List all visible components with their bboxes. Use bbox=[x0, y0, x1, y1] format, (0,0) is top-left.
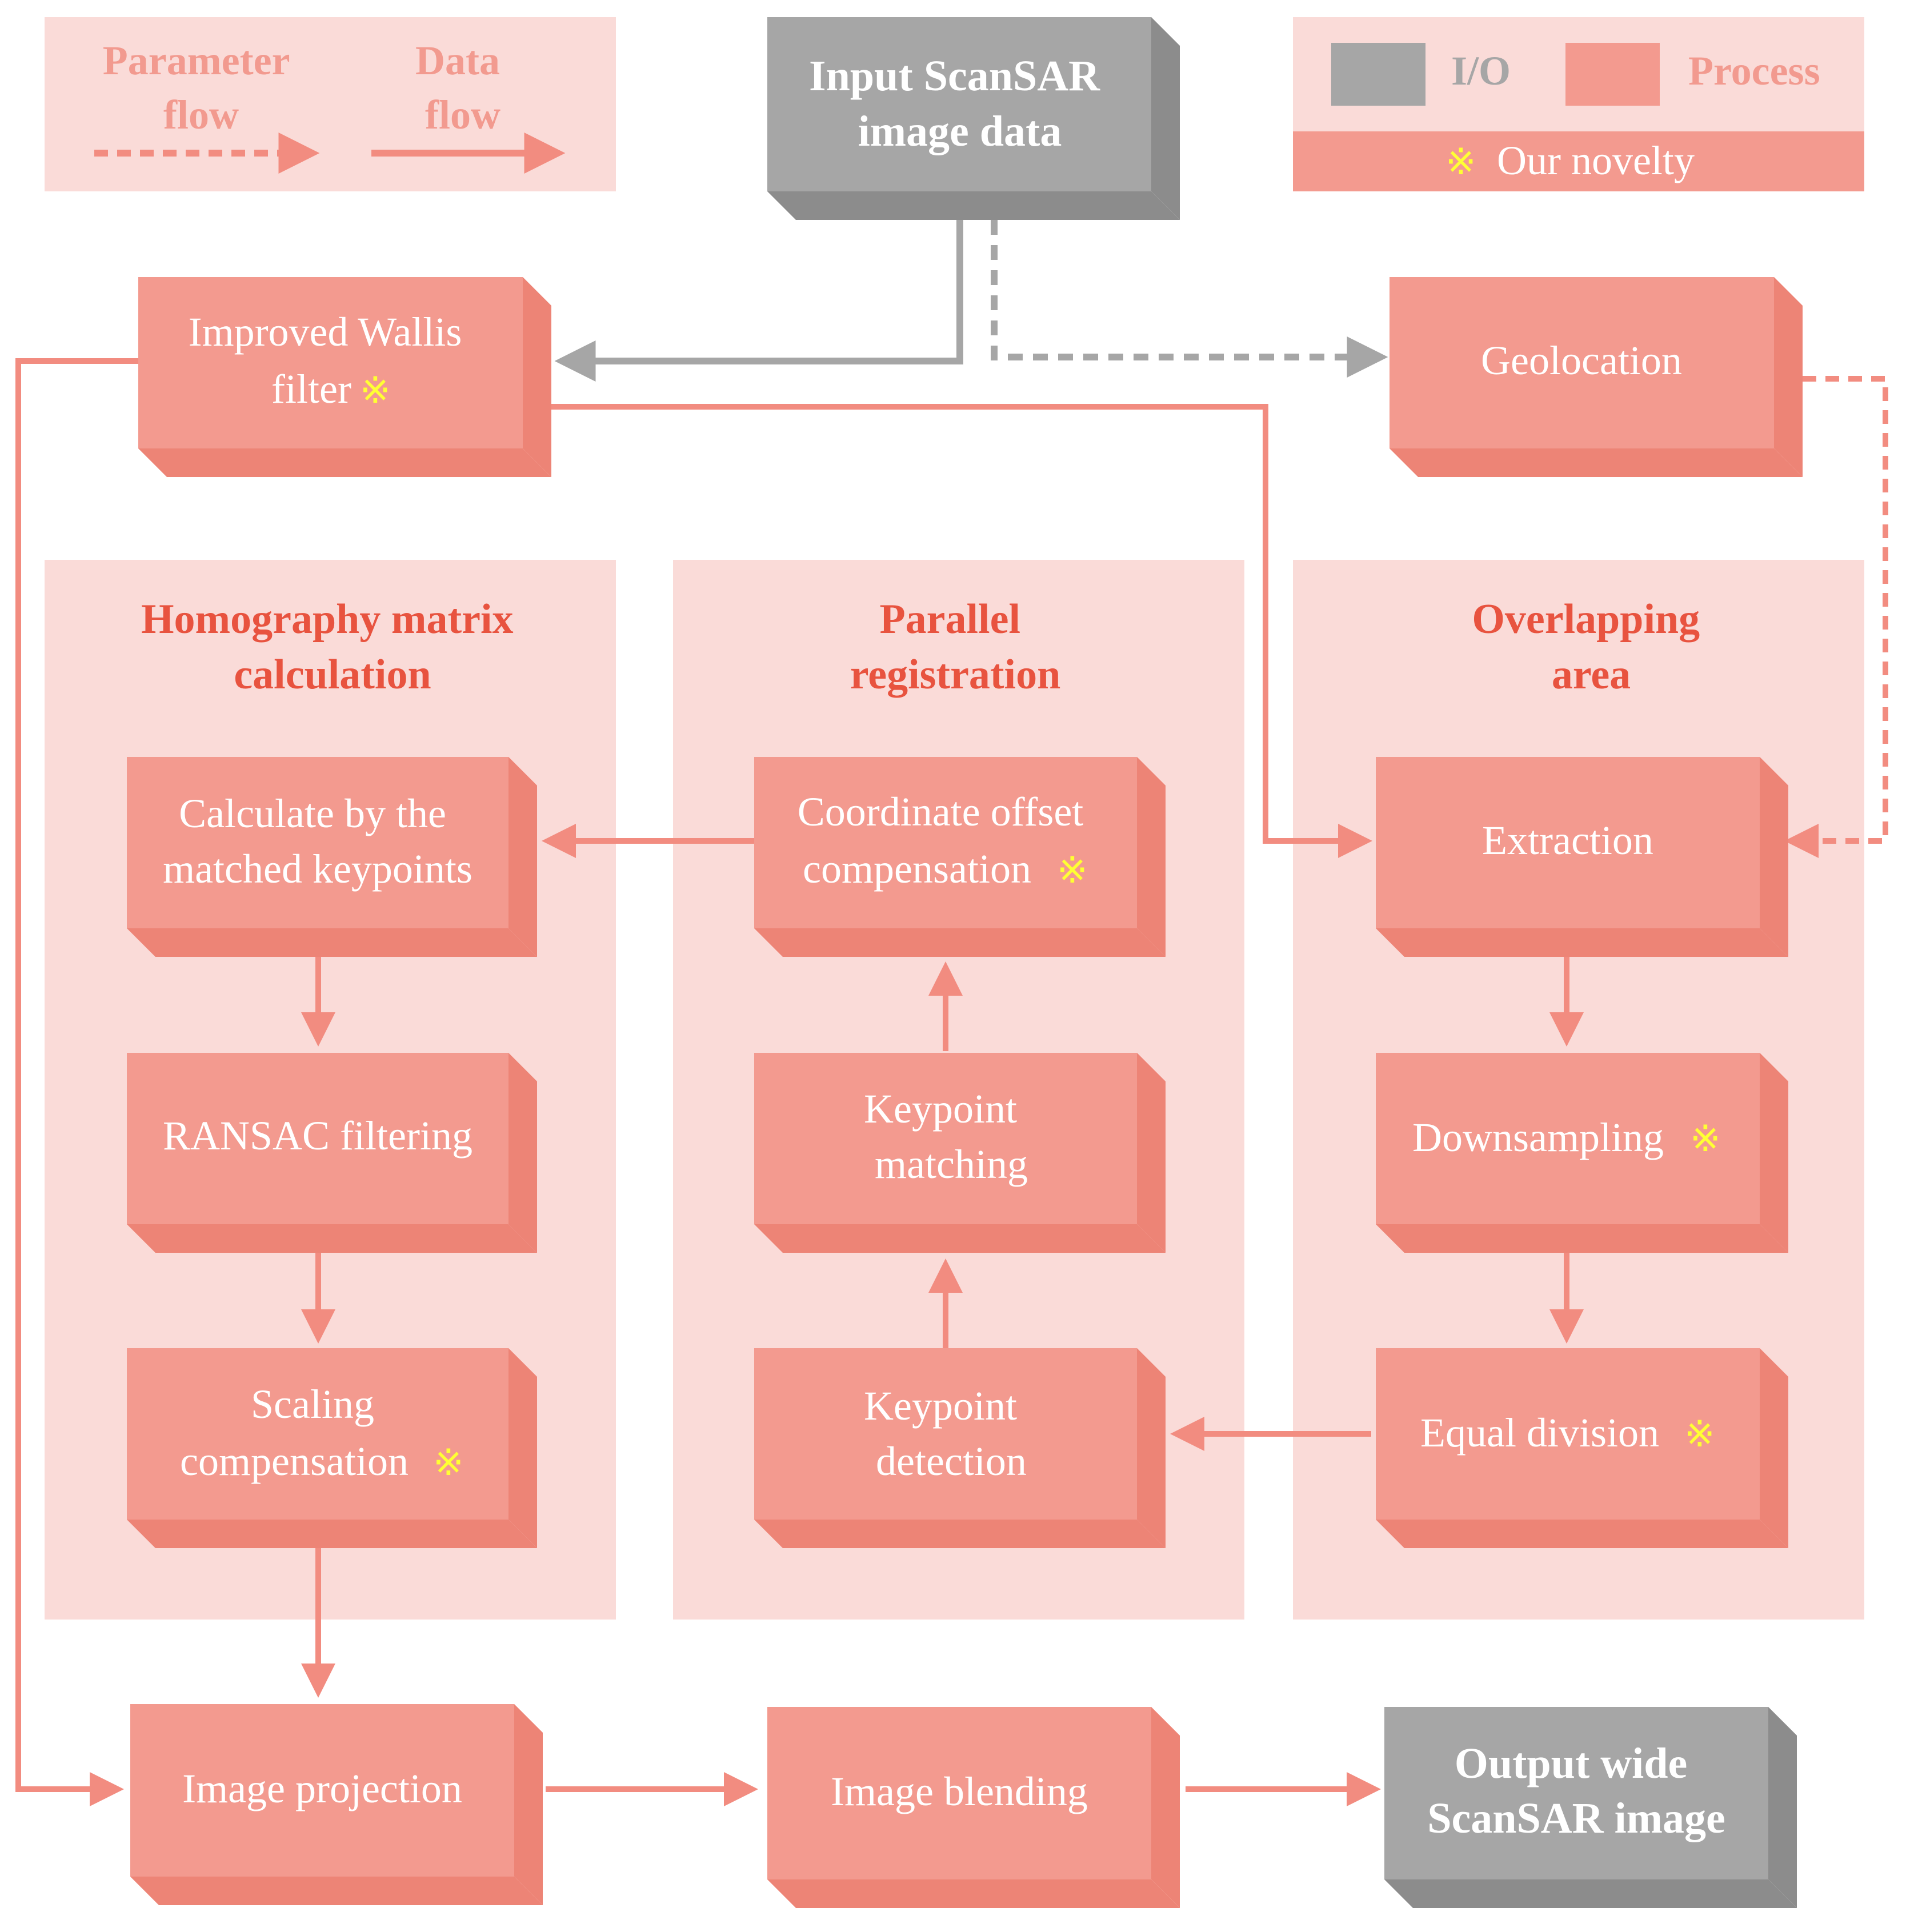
equal-division-label: Equal division bbox=[1420, 1410, 1659, 1456]
calculate-keypoints-box: Calculate by the matched keypoints bbox=[127, 757, 537, 957]
division-novelty-star-icon: ※ bbox=[1684, 1413, 1715, 1456]
legend-novelty-bar bbox=[1293, 131, 1864, 191]
legend-types: I/O Process ※ Our novelty bbox=[1293, 17, 1864, 191]
section-title-parallel: Parallel registration bbox=[850, 596, 1061, 698]
geolocation-label: Geolocation bbox=[1481, 338, 1682, 383]
downsampling-label: Downsampling bbox=[1412, 1115, 1664, 1160]
legend-process-swatch bbox=[1565, 43, 1660, 106]
downsampling-novelty-star-icon: ※ bbox=[1690, 1118, 1721, 1160]
geolocation-box: Geolocation bbox=[1390, 277, 1803, 477]
legend-novelty-star-icon: ※ bbox=[1445, 141, 1476, 183]
input-scansar-label: Input ScanSAR image data bbox=[809, 52, 1111, 155]
arrow-input-to-wallis bbox=[554, 220, 963, 382]
section-title-overlap: Overlapping area bbox=[1472, 596, 1710, 698]
extraction-label: Extraction bbox=[1482, 817, 1653, 863]
output-scansar-label: Output wide ScanSAR image bbox=[1427, 1739, 1725, 1842]
ransac-filtering-box: RANSAC filtering bbox=[127, 1053, 537, 1253]
keypoint-detection-box: Keypoint detection bbox=[754, 1348, 1166, 1548]
arrow-wallis-to-projection bbox=[15, 358, 138, 1806]
legend-novelty-label: Our novelty bbox=[1497, 138, 1695, 183]
offset-novelty-star-icon: ※ bbox=[1057, 849, 1088, 892]
wallis-filter-label: Improved Wallis filter bbox=[189, 309, 473, 412]
offset-compensation-box: Coordinate offset compensation ※ bbox=[754, 757, 1166, 957]
scaling-compensation-box: Scaling compensation ※ bbox=[127, 1348, 537, 1548]
legend-data-flow-label: Data flow bbox=[415, 38, 510, 138]
wallis-filter-box: Improved Wallis filter ※ bbox=[138, 277, 551, 477]
keypoint-detection-label: Keypoint detection bbox=[864, 1383, 1027, 1484]
downsampling-box: Downsampling ※ bbox=[1376, 1053, 1788, 1253]
section-title-homography: Homography matrix calculation bbox=[141, 596, 524, 698]
legend-parameter-flow-label: Parameter flow bbox=[103, 38, 299, 138]
keypoint-matching-box: Keypoint matching bbox=[754, 1053, 1166, 1253]
extraction-box: Extraction bbox=[1376, 757, 1788, 957]
image-blending-box: Image blending bbox=[767, 1707, 1180, 1908]
scaling-compensation-label: Scaling compensation bbox=[180, 1381, 409, 1484]
legend-flows: Parameter flow Data flow bbox=[45, 17, 616, 191]
arrow-input-to-geolocation bbox=[991, 220, 1388, 378]
legend-process-label: Process bbox=[1688, 48, 1820, 94]
legend-io-label: I/O bbox=[1451, 48, 1511, 94]
equal-division-box: Equal division ※ bbox=[1376, 1348, 1788, 1548]
offset-compensation-label: Coordinate offset compensation bbox=[798, 789, 1094, 892]
image-blending-label: Image blending bbox=[831, 1769, 1088, 1814]
input-scansar-box: Input ScanSAR image data bbox=[767, 17, 1180, 220]
image-projection-label: Image projection bbox=[182, 1766, 462, 1811]
ransac-filtering-label: RANSAC filtering bbox=[163, 1113, 473, 1159]
output-scansar-box: Output wide ScanSAR image bbox=[1384, 1707, 1797, 1908]
connectors bbox=[15, 220, 1888, 1806]
calculate-keypoints-label: Calculate by the matched keypoints bbox=[163, 791, 473, 892]
wallis-novelty-star-icon: ※ bbox=[360, 370, 391, 412]
arrow-wallis-to-extraction bbox=[551, 404, 1372, 858]
keypoint-matching-label: Keypoint matching bbox=[864, 1086, 1028, 1187]
image-projection-box: Image projection bbox=[130, 1704, 543, 1905]
scaling-novelty-star-icon: ※ bbox=[433, 1442, 464, 1484]
legend-io-swatch bbox=[1331, 43, 1426, 106]
